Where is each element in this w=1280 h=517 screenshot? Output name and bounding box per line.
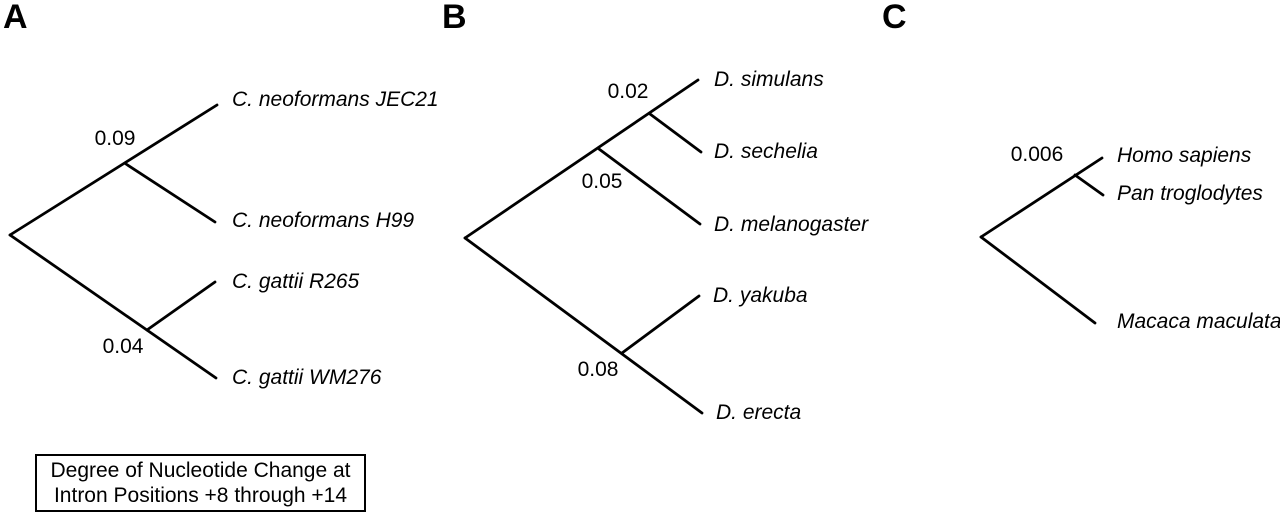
taxon-label-c-gattii-r265: C. gattii R265 <box>232 270 360 293</box>
branch-length-label: 0.04 <box>102 335 144 358</box>
tree-branch <box>597 147 702 226</box>
taxon-label-d-simulans: D. simulans <box>714 68 824 91</box>
tree-branch <box>8 103 219 237</box>
tree-branch <box>979 235 1097 325</box>
panel-b-letter: B <box>442 0 467 36</box>
tree-branch <box>620 294 701 355</box>
caption-box: Degree of Nucleotide Change at Intron Po… <box>35 454 366 512</box>
branch-length-label: 0.09 <box>94 127 136 150</box>
caption-line-1: Degree of Nucleotide Change at <box>50 459 351 482</box>
taxon-label-c-neoformans-jec21: C. neoformans JEC21 <box>232 88 439 111</box>
taxon-label-homo-sapiens: Homo sapiens <box>1117 144 1252 167</box>
taxon-label-pan-troglodytes: Pan troglodytes <box>1117 182 1263 205</box>
panel-c-letter: C <box>882 0 907 36</box>
tree-branch <box>648 112 703 154</box>
tree-branch <box>979 156 1104 239</box>
panel-a-letter: A <box>3 0 28 36</box>
taxon-label-d-erecta: D. erecta <box>716 401 802 424</box>
tree-branch <box>463 236 704 415</box>
taxon-label-d-yakuba: D. yakuba <box>713 284 808 307</box>
taxon-label-d-sechelia: D. sechelia <box>714 140 818 163</box>
tree-branch <box>124 162 217 224</box>
tree-branch <box>1073 173 1105 197</box>
tree-branch <box>463 78 700 240</box>
branch-length-label: 0.006 <box>1010 143 1064 166</box>
taxon-label-d-melanogaster: D. melanogaster <box>714 213 869 236</box>
taxon-label-c-gattii-wm276: C. gattii WM276 <box>232 366 382 389</box>
branch-length-label: 0.05 <box>581 170 623 193</box>
caption-line-2: Intron Positions +8 through +14 <box>53 484 348 507</box>
tree-branch <box>145 280 217 332</box>
tree-branch <box>8 233 218 380</box>
branch-length-label: 0.08 <box>577 358 619 381</box>
branch-length-label: 0.02 <box>607 80 649 103</box>
taxon-label-macaca-maculata: Macaca maculata <box>1117 310 1280 333</box>
taxon-label-c-neoformans-h99: C. neoformans H99 <box>232 209 415 232</box>
